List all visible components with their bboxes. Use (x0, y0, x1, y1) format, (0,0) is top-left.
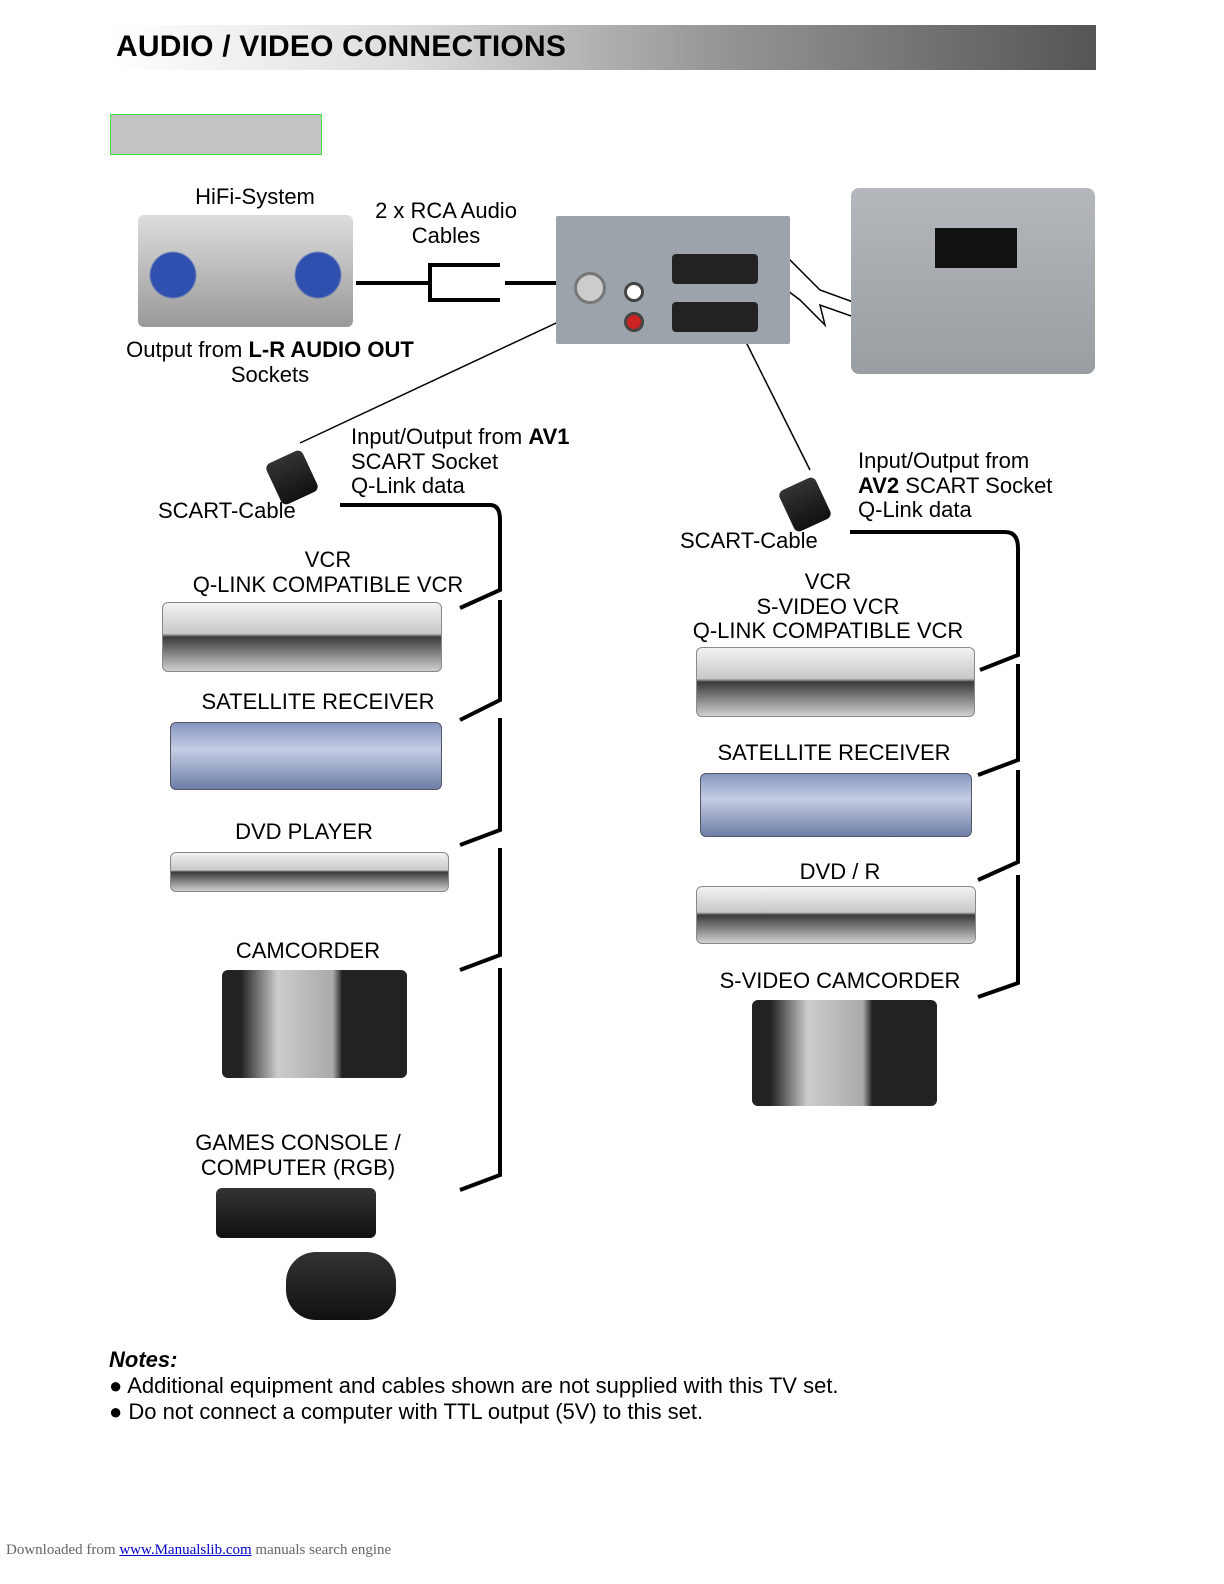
svideo-vcr-image (696, 647, 975, 717)
highlight-box (110, 114, 322, 155)
tv-socket-panel-image (556, 216, 790, 344)
hifi-title: HiFi-System (195, 184, 315, 209)
dvd-player-image (170, 852, 449, 892)
footer-suffix: manuals search engine (251, 1542, 392, 1558)
label-line: S-VIDEO VCR (756, 593, 900, 619)
dvd-recorder-image (696, 886, 976, 944)
av2-scart-socket (672, 302, 758, 332)
page-title: AUDIO / VIDEO CONNECTIONS (116, 30, 567, 63)
note-item: ● Additional equipment and cables shown … (109, 1373, 839, 1398)
right-device-label-dvdr: DVD / R (799, 859, 881, 884)
av1-line3: Q-Link data (351, 473, 465, 498)
section-header: AUDIO / VIDEO CONNECTIONS (110, 25, 1096, 70)
satellite-receiver-image-right (700, 773, 972, 837)
av1-bold: AV1 (528, 424, 570, 449)
av2-line1: Input/Output from (858, 448, 1030, 473)
label-line: VCR (304, 547, 352, 572)
label-line: VCR (804, 569, 852, 594)
right-device-label-camcorder: S-VIDEO CAMCORDER (719, 968, 961, 993)
left-bracket (340, 503, 502, 1192)
note-text: Additional equipment and cables shown ar… (127, 1373, 839, 1398)
games-console-image (216, 1188, 376, 1238)
svideo-camcorder-image (752, 1000, 937, 1106)
left-device-label-dvd: DVD PLAYER (235, 819, 373, 844)
notes-title: Notes: (109, 1347, 178, 1372)
footer: Downloaded from www.Manualslib.com manua… (6, 1542, 391, 1559)
label-line: Q-LINK COMPATIBLE VCR (192, 571, 464, 597)
left-device-label-console: GAMES CONSOLE /COMPUTER (RGB) (158, 1130, 438, 1180)
label-line: COMPUTER (RGB) (200, 1154, 396, 1180)
footer-prefix: Downloaded from (6, 1542, 120, 1558)
av1-scart-socket (672, 254, 758, 284)
av2-pointer (734, 319, 811, 471)
satellite-receiver-image (170, 722, 442, 790)
vcr-image (162, 602, 442, 672)
left-device-label-satellite: SATELLITE RECEIVER (201, 689, 435, 714)
rca-cable (356, 263, 585, 302)
left-device-label-camcorder: CAMCORDER (235, 938, 381, 963)
rca-line2: Cables (411, 222, 481, 248)
right-bracket (850, 530, 1020, 999)
right-device-label-satellite: SATELLITE RECEIVER (717, 740, 951, 765)
note-item: ● Do not connect a computer with TTL out… (109, 1399, 704, 1424)
rca-line1: 2 x RCA Audio (375, 198, 517, 223)
av1-prefix: Input/Output from (351, 424, 529, 449)
av2-line2: SCART Socket (899, 472, 1053, 498)
hifi-system-image (138, 215, 353, 327)
av2-line3: Q-Link data (858, 497, 972, 522)
notes: Notes: ● Additional equipment and cables… (109, 1347, 839, 1425)
av2-bold: AV2 (858, 472, 900, 498)
tv-rear-image (851, 188, 1095, 374)
av2-cable-label: SCART-Cable (680, 528, 818, 553)
camcorder-image (222, 970, 407, 1078)
label-line: GAMES CONSOLE / (195, 1130, 401, 1155)
game-controller-image (286, 1252, 396, 1320)
manualslib-link[interactable]: www.Manualslib.com (119, 1542, 252, 1558)
tv-rating-label (935, 228, 1017, 268)
hifi-output-suffix: Sockets (230, 361, 310, 387)
av1-cable-label: SCART-Cable (158, 498, 296, 523)
hifi-output-prefix: Output from (126, 337, 249, 362)
antenna-socket (574, 272, 606, 304)
av1-line2: SCART Socket (351, 448, 499, 474)
audio-white-socket (624, 282, 644, 302)
label-line: Q-LINK COMPATIBLE VCR (692, 618, 964, 643)
audio-red-socket (624, 312, 644, 332)
hifi-output-bold: L-R AUDIO OUT (248, 337, 414, 362)
note-text: Do not connect a computer with TTL outpu… (128, 1399, 704, 1424)
